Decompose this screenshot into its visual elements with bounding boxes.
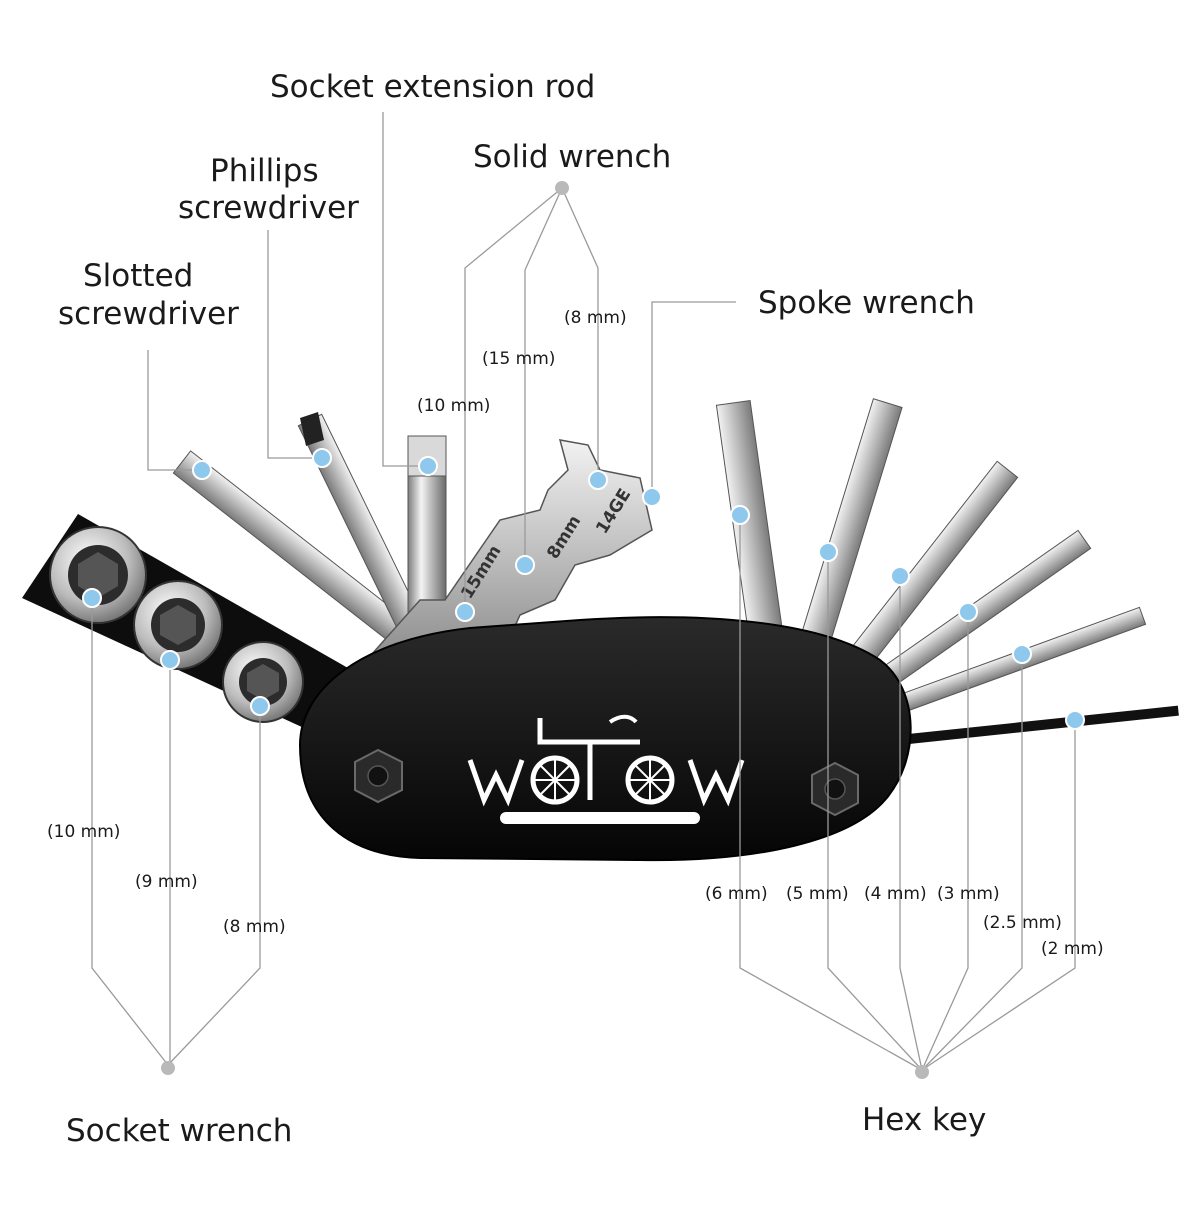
socket-10mm: [49, 526, 147, 624]
size-solid-15mm: (15 mm): [482, 349, 555, 369]
text-labels: Socket extension rod Solid wrench Philli…: [47, 69, 1104, 1149]
leader-solid-8mm: [561, 187, 599, 480]
marker-dots: [82, 448, 1085, 730]
marker-solid-10mm: [455, 602, 475, 622]
marker-spoke: [642, 487, 662, 507]
label-phillips-line2: screwdriver: [178, 190, 359, 226]
label-hex-key: Hex key: [862, 1102, 986, 1138]
label-slotted-line2: screwdriver: [58, 296, 239, 332]
solid-wrench-plate: [338, 439, 653, 701]
size-hex-3mm: (3 mm): [937, 884, 1000, 904]
leader-hex-3mm: [921, 612, 969, 1071]
marker-solid-15mm: [515, 555, 535, 575]
size-solid-10mm: (10 mm): [417, 396, 490, 416]
marker-socket-10mm: [82, 588, 102, 608]
left-bolt: [354, 748, 403, 804]
hub-socket-wrench: [161, 1061, 175, 1075]
leader-slotted: [147, 350, 202, 471]
leader-phillips: [267, 230, 322, 459]
size-hex-5mm: (5 mm): [786, 884, 849, 904]
leader-spoke: [651, 301, 736, 497]
marker-slotted: [192, 460, 212, 480]
leader-hex-6mm: [739, 515, 923, 1071]
hub-hex-key: [915, 1065, 929, 1079]
label-phillips-line1: Phillips: [210, 153, 319, 189]
multitool-body: [298, 616, 912, 862]
right-bolt: [811, 761, 859, 817]
leader-socket-10mm: [91, 598, 169, 1066]
leader-solid-10mm: [464, 187, 563, 612]
marker-hex-6mm: [730, 505, 750, 525]
leader-socket-8mm: [167, 706, 261, 1066]
size-hex-2-5mm: (2.5 mm): [983, 913, 1062, 933]
size-hex-4mm: (4 mm): [864, 884, 927, 904]
label-socket-extension-rod: Socket extension rod: [270, 69, 595, 105]
socket-set: [49, 526, 304, 723]
label-spoke-wrench: Spoke wrench: [758, 285, 975, 321]
size-solid-8mm: (8 mm): [564, 308, 627, 328]
marker-extension-rod: [418, 456, 438, 476]
tool-illustration: 15mm 8mm 14GE: [22, 398, 1179, 862]
marker-hex-2mm: [1065, 710, 1085, 730]
size-socket-8mm: (8 mm): [223, 917, 286, 937]
marker-solid-8mm: [588, 470, 608, 490]
socket-9mm: [133, 580, 223, 670]
marker-socket-8mm: [250, 696, 270, 716]
marker-hex-2-5mm: [1012, 644, 1032, 664]
size-hex-2mm: (2 mm): [1041, 939, 1104, 959]
marker-socket-9mm: [160, 650, 180, 670]
leader-socket-extension-rod: [382, 112, 428, 467]
marker-phillips: [312, 448, 332, 468]
brand-logo: [467, 714, 745, 824]
label-slotted-line1: Slotted: [83, 258, 193, 294]
marker-hex-4mm: [890, 566, 910, 586]
marker-hex-3mm: [958, 602, 978, 622]
label-solid-wrench: Solid wrench: [473, 139, 671, 175]
label-socket-wrench: Socket wrench: [66, 1113, 292, 1149]
size-socket-9mm: (9 mm): [135, 872, 198, 892]
leader-hex-5mm: [827, 552, 923, 1071]
phillips-tip: [300, 412, 324, 446]
leader-solid-15mm: [524, 187, 563, 565]
hex-key-2mm: [879, 705, 1179, 747]
leader-hex-4mm: [899, 576, 923, 1071]
leader-lines: [91, 112, 1076, 1079]
leader-hex-2mm: [921, 720, 1076, 1071]
leader-hex-2-5mm: [921, 654, 1023, 1071]
size-hex-6mm: (6 mm): [705, 884, 768, 904]
socket-8mm: [222, 641, 304, 723]
marker-hex-5mm: [818, 542, 838, 562]
hub-solid-wrench: [555, 181, 569, 195]
size-socket-10mm: (10 mm): [47, 822, 120, 842]
